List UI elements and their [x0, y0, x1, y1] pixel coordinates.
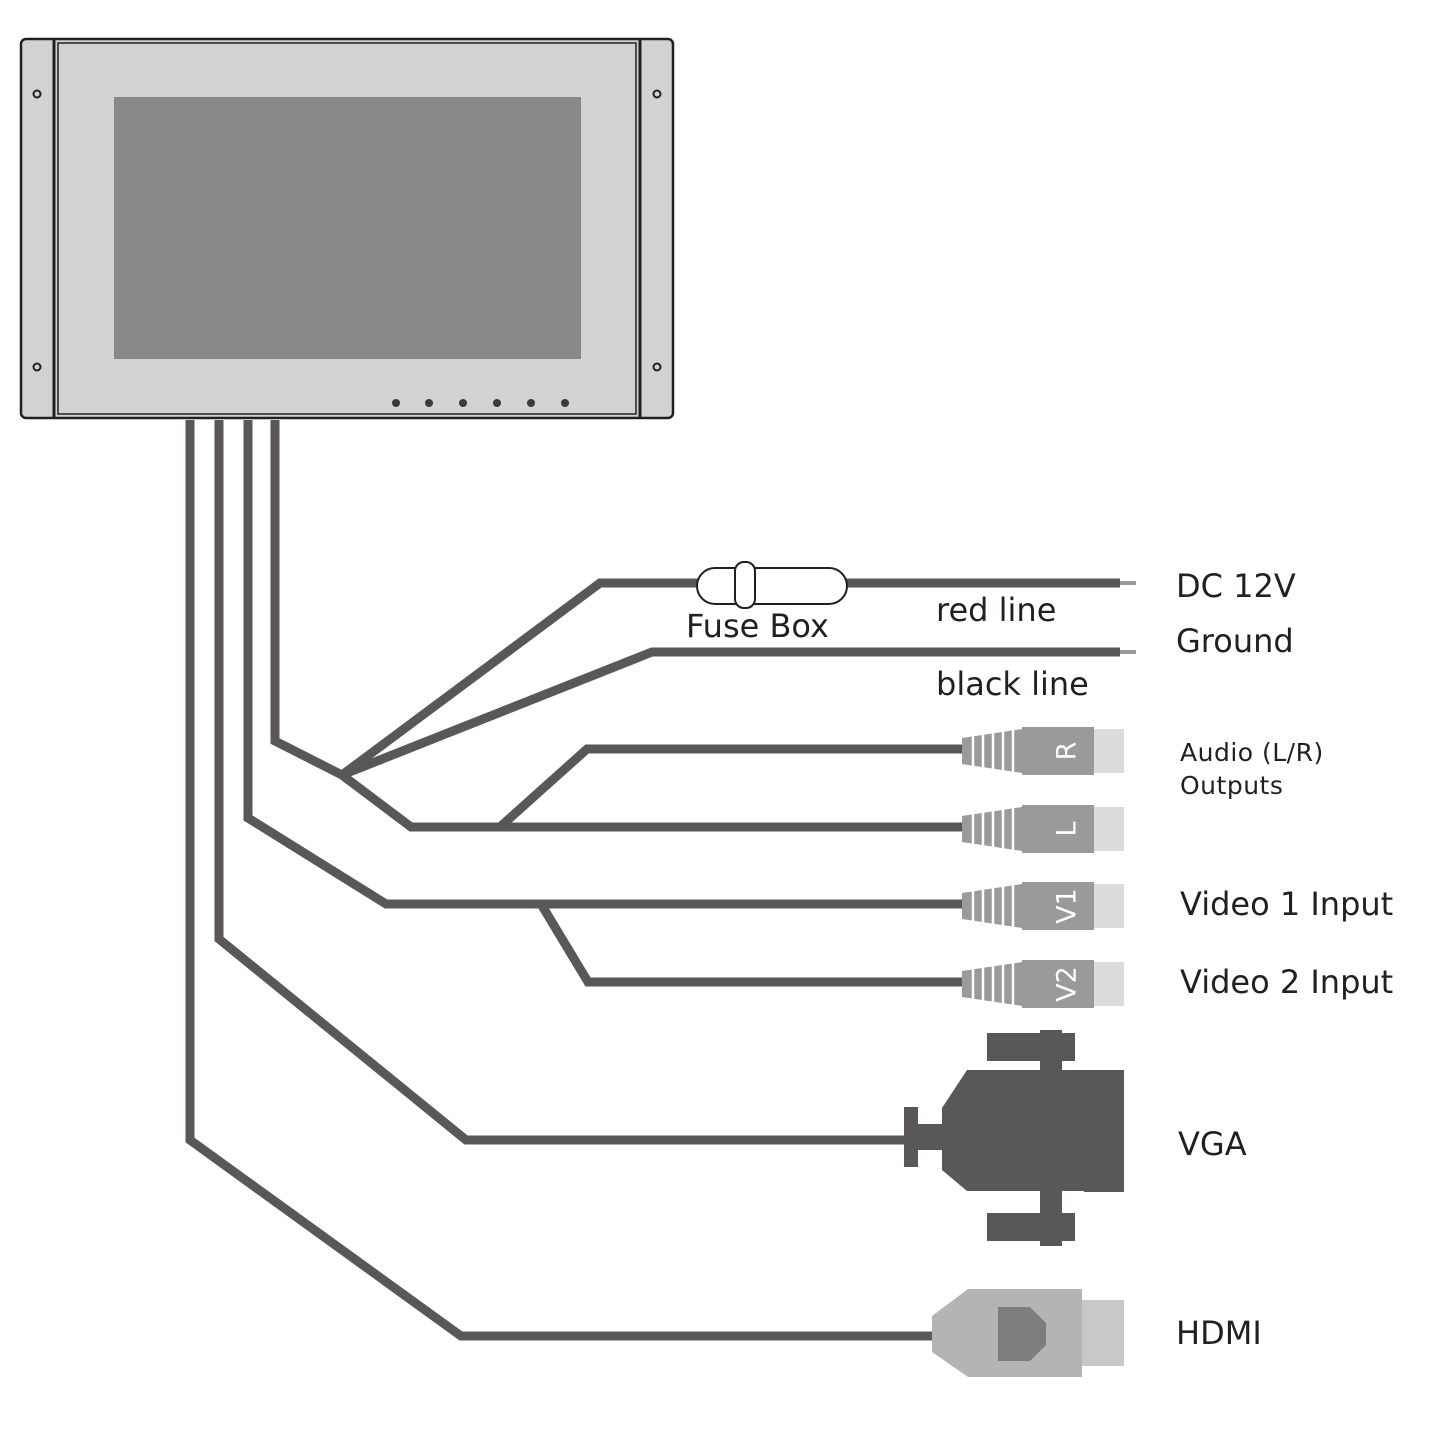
- vga-thumbscrew-top-flange: [987, 1033, 1075, 1061]
- audio-label-line2: Outputs: [1180, 771, 1284, 800]
- vga-connector: [904, 1030, 1124, 1246]
- red-line-label: red line: [936, 591, 1057, 629]
- dc12v-wire-tip: [1120, 581, 1136, 585]
- control-button-3: [459, 399, 467, 407]
- vga-cable: [214, 420, 910, 1145]
- ground-wire-tip: [1120, 650, 1136, 654]
- audio-left-plug: L: [962, 805, 1124, 853]
- audio-right-plug-collar: [1022, 727, 1094, 775]
- ground-label: Ground: [1176, 622, 1294, 660]
- audio-left-plug-mark: L: [1052, 821, 1083, 836]
- video2-cable: [537, 901, 962, 987]
- audio-label-line1: Audio (L/R): [1180, 738, 1324, 767]
- audio-left-plug-collar: [1022, 805, 1094, 853]
- control-button-4: [493, 399, 501, 407]
- control-button-5: [527, 399, 535, 407]
- audio-right-plug: R: [962, 727, 1124, 775]
- hdmi-cable: [185, 420, 935, 1341]
- video2-plug-tip: [1094, 962, 1124, 1006]
- mounting-hole-bottom-left: [32, 362, 42, 372]
- monitor-screen: [114, 97, 581, 359]
- video1-label: Video 1 Input: [1180, 885, 1394, 923]
- video1-plug-mark: V1: [1052, 888, 1083, 924]
- vga-thumbscrew-bottom-flange: [987, 1213, 1075, 1241]
- mounting-hole-top-right: [652, 89, 662, 99]
- audio-right-plug-mark: R: [1052, 742, 1083, 761]
- video1-plug-collar: [1022, 882, 1094, 930]
- fuse-box-clip: [734, 561, 756, 609]
- video1-plug: V1: [962, 882, 1124, 930]
- mounting-hole-bottom-right: [652, 362, 662, 372]
- fuse-box-label: Fuse Box: [686, 607, 829, 645]
- video2-plug-mark: V2: [1052, 966, 1083, 1002]
- hdmi-tip: [1082, 1300, 1124, 1366]
- video2-plug-collar: [1022, 960, 1094, 1008]
- control-button-1: [392, 399, 400, 407]
- vga-neck: [918, 1124, 942, 1150]
- audio-left-plug-tip: [1094, 807, 1124, 851]
- audio-right-plug-tip: [1094, 729, 1124, 773]
- control-button-6: [561, 399, 569, 407]
- black-ground-cable: [340, 647, 1120, 780]
- vga-label: VGA: [1178, 1125, 1247, 1163]
- vga-hood: [942, 1070, 1124, 1191]
- video1-cable: [243, 420, 962, 909]
- vga-strain-relief: [904, 1107, 918, 1167]
- hdmi-label: HDMI: [1176, 1314, 1262, 1352]
- dc12v-label: DC 12V: [1176, 567, 1296, 605]
- hdmi-body-inner: [998, 1307, 1046, 1361]
- fuse-box: [696, 561, 848, 609]
- control-button-2: [425, 399, 433, 407]
- black-line-label: black line: [936, 665, 1089, 703]
- audio-right-cable: [496, 744, 962, 831]
- monitor-control-buttons: [392, 399, 569, 407]
- mounting-hole-top-left: [32, 89, 42, 99]
- video2-label: Video 2 Input: [1180, 963, 1394, 1001]
- video2-plug: V2: [962, 960, 1124, 1008]
- hdmi-connector: [932, 1289, 1124, 1377]
- vga-port-face: [1084, 1082, 1124, 1192]
- monitor: [19, 37, 675, 420]
- cables: [185, 420, 1120, 1341]
- video1-plug-tip: [1094, 884, 1124, 928]
- audio-left-cable: [339, 771, 962, 832]
- fuse-box-body: [696, 567, 848, 605]
